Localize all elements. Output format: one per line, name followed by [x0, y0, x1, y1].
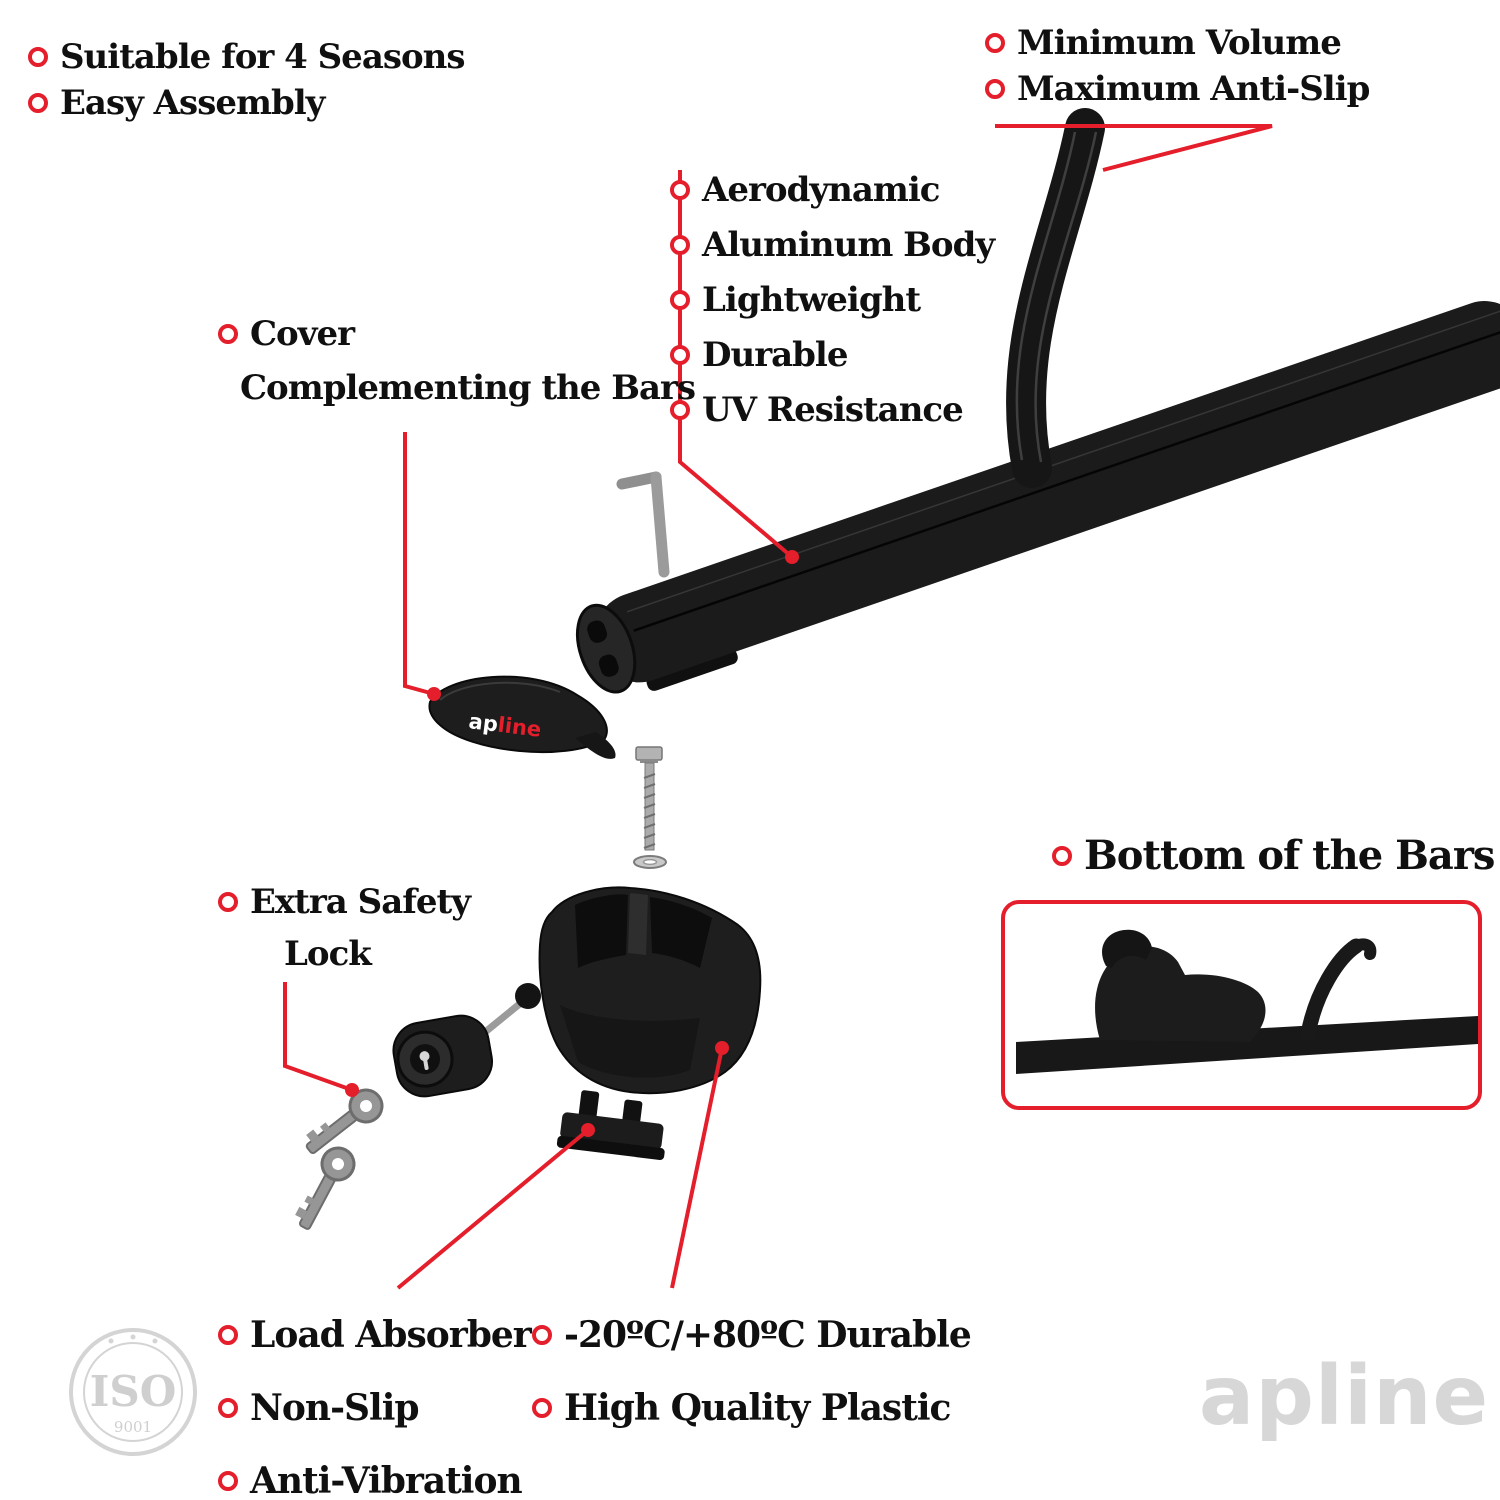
bullet-icon [670, 344, 690, 365]
list-item: Aluminum Body [670, 217, 995, 272]
bullet-icon [218, 324, 238, 344]
list-item: Durable [670, 327, 994, 382]
foot-clamp [538, 886, 762, 1095]
feature-label: Non-Slip [250, 1386, 420, 1429]
connector-line-load-absorber [396, 1128, 590, 1290]
extra-safety-text: Lock [284, 934, 372, 974]
bottom-left-list: Load Absorber Non-Slip Anti-Vibration [218, 1298, 532, 1500]
inset-strip [1300, 938, 1364, 1042]
list-item: Lightweight [670, 272, 994, 327]
bullet-icon [218, 892, 238, 912]
bullet-icon [1052, 845, 1072, 866]
bullet-icon [28, 47, 48, 67]
bar-feature-list: Aerodynamic Aluminum Body Lightweight Du… [670, 162, 995, 437]
top-right-feature-list: Minimum Volume Maximum Anti-Slip [985, 20, 1370, 112]
list-item: Suitable for 4 Seasons [28, 34, 466, 80]
cover-logo: apline [467, 709, 542, 742]
connector-line-plastic [670, 1047, 724, 1289]
list-item: Maximum Anti-Slip [985, 66, 1370, 112]
iso-watermark-icon: ISO 9001 [69, 1328, 197, 1456]
feature-label: Maximum Anti-Slip [1017, 69, 1370, 109]
list-item: Load Absorber [218, 1298, 532, 1371]
list-item: Easy Assembly [28, 80, 465, 126]
connector-line-cover [403, 432, 435, 696]
cover-label-text: Cover [250, 314, 355, 354]
feature-label: Lightweight [702, 279, 921, 320]
list-item: -20ºC/+80ºC Durable [532, 1298, 972, 1371]
extra-safety-label-line1: Extra Safety [218, 882, 471, 922]
feature-label: Anti-Vibration [250, 1459, 523, 1500]
cover-label-line1: Cover [218, 314, 355, 354]
connector-dots [345, 550, 799, 1137]
connector-dot-cover [427, 687, 441, 701]
bolt [635, 746, 663, 851]
list-item: Aerodynamic [670, 162, 994, 217]
bullet-icon [218, 1470, 238, 1491]
bullet-icon [532, 1397, 552, 1418]
feature-label: Aluminum Body [702, 224, 995, 265]
feature-label: -20ºC/+80ºC Durable [564, 1313, 972, 1356]
rubber-strip [1006, 108, 1105, 488]
connector-line-features [678, 170, 794, 559]
list-item: UV Resistance [670, 382, 994, 437]
bullet-icon [985, 79, 1005, 99]
extra-safety-label-line2: Lock [284, 934, 372, 974]
bar-end-cap [575, 603, 637, 694]
bottom-of-bars-text: Bottom of the Bars [1084, 832, 1495, 879]
bottom-of-bars-heading: Bottom of the Bars [1052, 832, 1495, 879]
connector-dot-clamp [715, 1041, 729, 1055]
list-item: Minimum Volume [985, 20, 1369, 66]
bar-groove-line [633, 325, 1500, 632]
feature-label: Durable [702, 334, 848, 375]
allen-key [616, 471, 670, 578]
iso-watermark-number: 9001 [114, 1418, 152, 1436]
bullet-icon [218, 1397, 238, 1418]
feature-label: Suitable for 4 Seasons [60, 37, 466, 77]
crossbar [575, 301, 1500, 694]
washer [633, 855, 667, 869]
connector-dot-lock [345, 1083, 359, 1097]
brand-watermark: apline [1199, 1349, 1489, 1444]
cover-label-text: Complementing the Bars [240, 368, 696, 408]
inset-bar-bottom [1016, 1016, 1478, 1074]
bullet-icon [985, 33, 1005, 53]
load-absorber-pad [556, 1090, 665, 1160]
cover-logo-line: line [496, 713, 542, 742]
feature-label: Minimum Volume [1017, 23, 1342, 63]
top-left-feature-list: Suitable for 4 Seasons Easy Assembly [28, 34, 466, 126]
list-item: High Quality Plastic [532, 1371, 971, 1444]
inset-box [1001, 900, 1482, 1110]
bullet-icon [28, 93, 48, 113]
feature-label: High Quality Plastic [564, 1386, 951, 1429]
list-item: Non-Slip [218, 1371, 531, 1444]
bullet-icon [532, 1324, 552, 1345]
cover-logo-ap: ap [467, 709, 499, 736]
connector-dot-bar [785, 550, 799, 564]
list-item: Anti-Vibration [218, 1444, 531, 1500]
connector-line-lock [283, 982, 353, 1092]
bar-highlight-line [627, 306, 1500, 613]
bullet-icon [670, 399, 690, 420]
feature-label: Easy Assembly [60, 83, 325, 123]
extra-safety-text: Extra Safety [250, 882, 471, 922]
connector-dot-pad [581, 1123, 595, 1137]
iso-watermark-text: ISO [90, 1367, 177, 1416]
cover-label-line2: Complementing the Bars [240, 368, 696, 408]
bullet-icon [670, 234, 690, 255]
feature-label: Load Absorber [250, 1313, 532, 1356]
bullet-icon [670, 179, 690, 200]
inset-clamp-hook [1102, 929, 1152, 968]
connector-line-antislip [995, 124, 1273, 172]
bullet-icon [670, 289, 690, 310]
feature-label: UV Resistance [702, 389, 964, 430]
bullet-icon [218, 1324, 238, 1345]
cover-part: apline [428, 675, 616, 759]
connector-lines [283, 124, 1273, 1290]
keys [295, 1088, 384, 1230]
bottom-right-list: -20ºC/+80ºC Durable High Quality Plastic [532, 1298, 972, 1444]
feature-label: Aerodynamic [702, 169, 940, 210]
lock-cylinder [392, 1014, 493, 1098]
inset-clamp [1095, 946, 1266, 1042]
